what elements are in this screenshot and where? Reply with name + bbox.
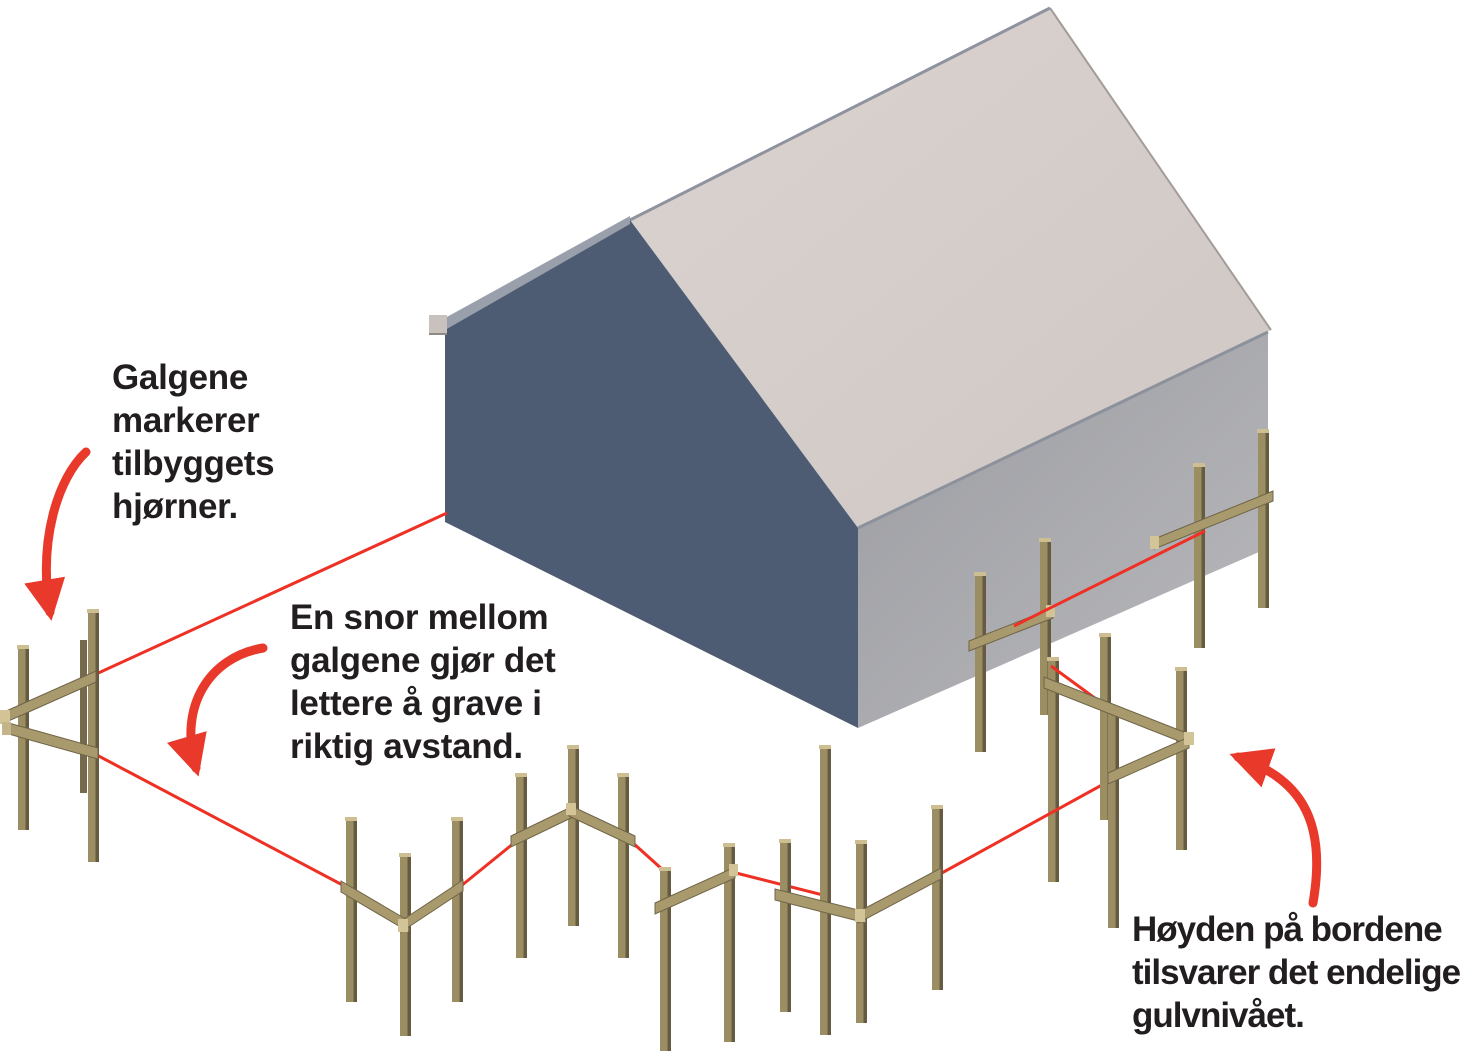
string-house-to-west (93, 511, 448, 677)
house-fascia-end (429, 315, 447, 334)
batter-board-south (510, 745, 636, 958)
caption-string: En snor mellom galgene gjør det lettere … (290, 598, 556, 766)
batter-board-plank (857, 867, 942, 924)
batter-board-plank (340, 880, 410, 933)
string-small-to-southeast (735, 871, 824, 897)
batter-board-plank (654, 866, 736, 915)
caption-floor-level: Høyden på bordene tilsvarer det endelige… (1132, 910, 1461, 1035)
house-ridge-edge (629, 6, 1051, 222)
batter-board-plank (774, 888, 867, 924)
house (429, 6, 1272, 728)
house-roof (630, 8, 1271, 528)
batter-board-wall-corner (1150, 429, 1274, 648)
string-west-to-southwest (92, 751, 351, 891)
house-gable-wall (445, 220, 858, 728)
string-nearwall-to-corner (1013, 529, 1206, 628)
annotation-arrows (24, 447, 1322, 908)
string-southeast-to-east (939, 778, 1112, 876)
batter-board-plank (1107, 736, 1190, 785)
caption-corners: Galgene markerer tilbyggets hjørner. (112, 358, 275, 526)
batter-board-south-small (654, 843, 738, 1051)
batter-board-southwest (340, 817, 464, 1036)
house-side-wall (858, 332, 1268, 728)
batter-board-east-corner (1043, 633, 1194, 928)
string-south-to-small (631, 841, 665, 872)
string-lines (92, 511, 1206, 897)
arrow-to-west-batter-board (24, 447, 91, 621)
string-southwest-to-south (460, 841, 515, 888)
arrow-to-east-corner-board (1229, 748, 1322, 908)
arrow-to-string-line (166, 643, 268, 777)
batter-board-west (0, 609, 99, 862)
house-eave-edge (857, 330, 1269, 530)
house-left-roof-overhang (445, 216, 630, 330)
batter-board-near-wall (968, 538, 1059, 882)
batter-board-southeast (774, 745, 943, 1035)
house-far-barge-edge (1049, 7, 1272, 331)
